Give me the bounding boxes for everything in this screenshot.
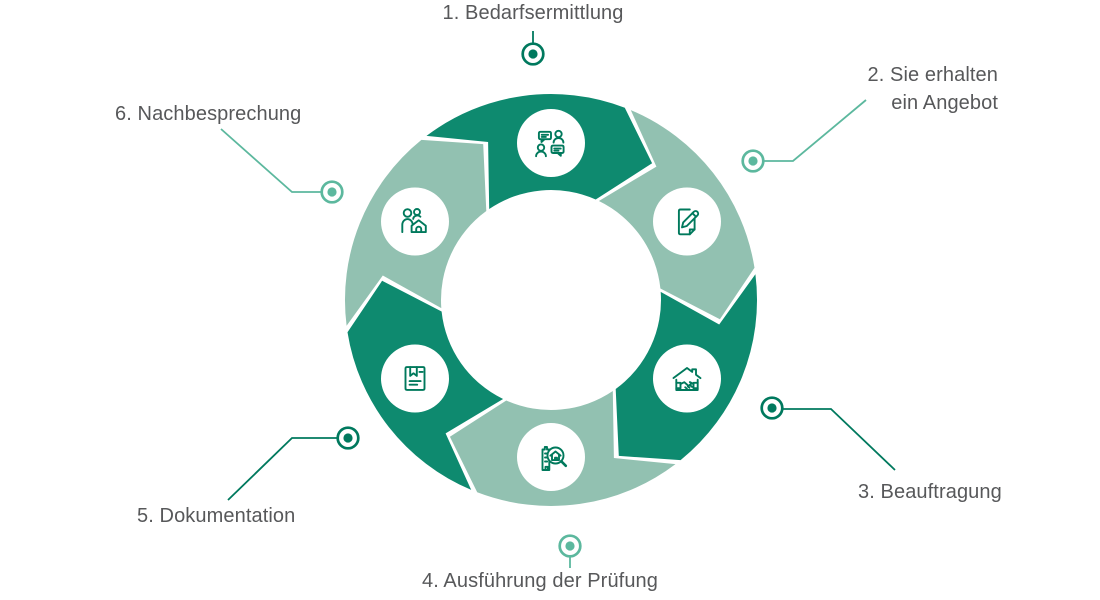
step-label-2: 2. Sie erhalten ein Angebot xyxy=(868,61,998,117)
step-label-5: 5. Dokumentation xyxy=(137,503,295,530)
step-label-2-text-line1: 2. Sie erhalten xyxy=(867,64,998,86)
marker-dot xyxy=(528,49,538,59)
connector-5 xyxy=(227,437,337,501)
step-label-2-text-line2: ein Angebot xyxy=(891,92,998,114)
step-label-6-text: 6. Nachbesprechung xyxy=(115,103,302,125)
step-label-6: 6. Nachbesprechung xyxy=(115,101,301,128)
step-label-3: 3. Beauftragung xyxy=(858,479,1002,506)
conversation-icon xyxy=(535,129,565,158)
step-icon-circle-5 xyxy=(381,344,449,413)
connector-3 xyxy=(783,408,896,471)
connector-6 xyxy=(220,128,321,193)
marker-dot xyxy=(748,156,758,166)
step-label-4-text: 4. Ausführung der Prüfung xyxy=(422,570,658,592)
marker-step-2 xyxy=(741,149,765,173)
family-house-icon xyxy=(401,208,427,234)
marker-dot xyxy=(343,433,353,443)
step-label-3-text: 3. Beauftragung xyxy=(858,481,1002,503)
sign-document-icon xyxy=(677,208,700,236)
marker-step-5 xyxy=(336,426,360,450)
step-label-1: 1. Bedarfsermittlung xyxy=(443,0,624,27)
step-label-5-text: 5. Dokumentation xyxy=(137,505,296,527)
step-icon-circle-1 xyxy=(517,109,585,177)
building-inspection-icon xyxy=(541,446,568,471)
marker-dot xyxy=(327,187,337,197)
document-icon xyxy=(404,366,426,391)
step-icon-circle-6 xyxy=(381,187,449,256)
marker-dot xyxy=(565,541,575,551)
marker-step-4 xyxy=(558,534,582,558)
connector-2 xyxy=(764,99,867,162)
house-handshake-icon xyxy=(672,367,702,391)
step-label-4: 4. Ausführung der Prüfung xyxy=(422,568,658,595)
marker-step-3 xyxy=(760,396,784,420)
marker-dot xyxy=(767,403,777,413)
step-icon-circle-3 xyxy=(653,344,721,413)
marker-step-6 xyxy=(320,180,344,204)
step-label-1-text: 1. Bedarfsermittlung xyxy=(442,2,624,24)
marker-step-1 xyxy=(521,42,545,66)
